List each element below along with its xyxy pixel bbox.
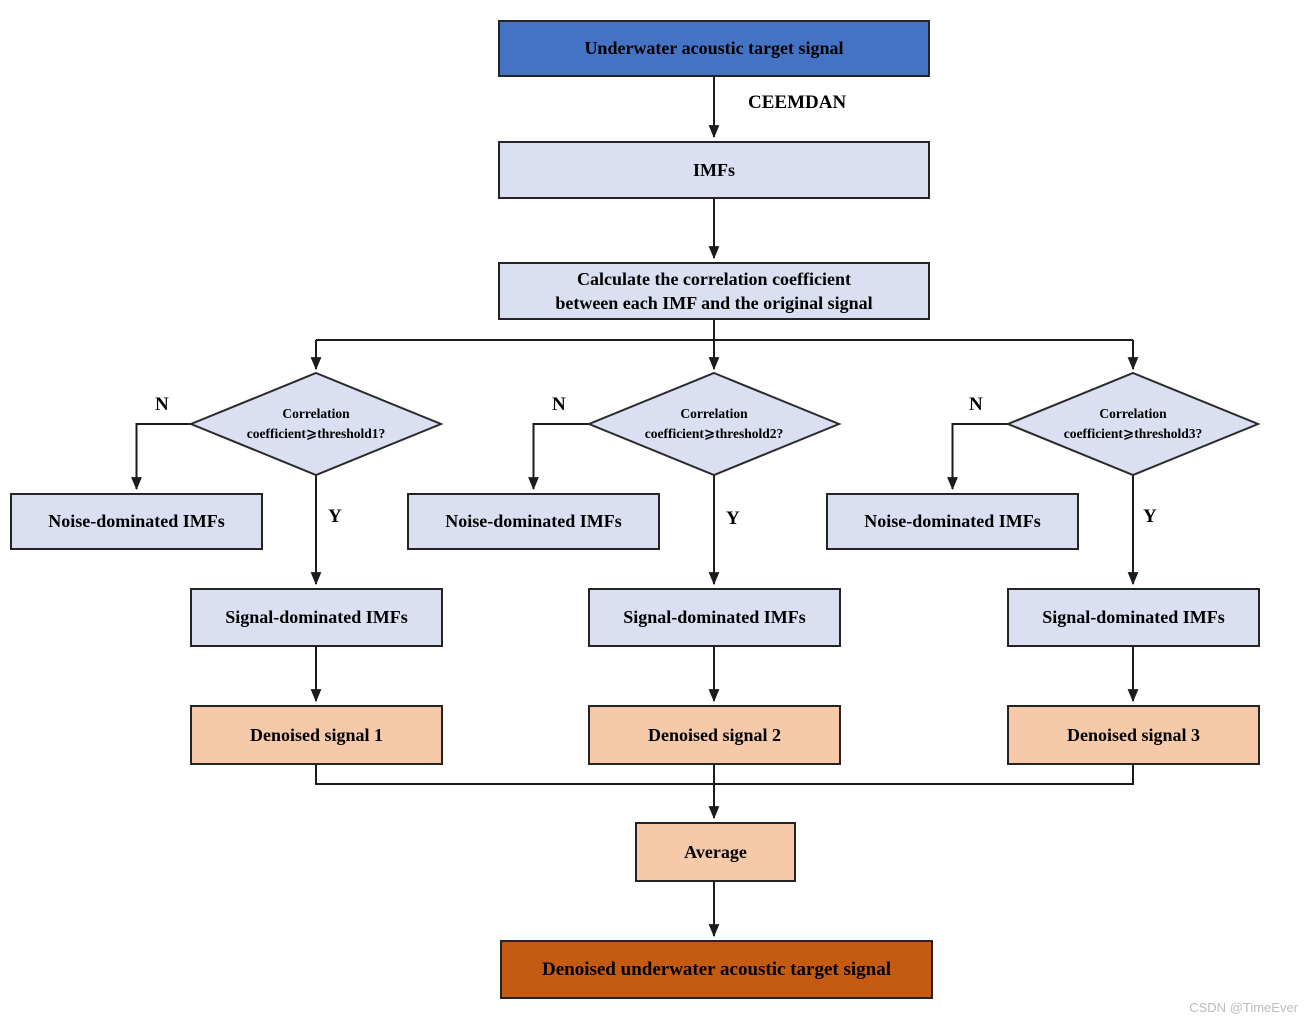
imfs-label: IMFs xyxy=(693,159,735,180)
yes-label-2: Y xyxy=(726,508,740,529)
edge-no-1 xyxy=(131,423,191,491)
decision-1-line1: Correlation xyxy=(282,406,350,421)
decision-1-line2: coefficient⩾threshold1? xyxy=(246,425,386,441)
decision-text-3: Correlation coefficient⩾threshold3? xyxy=(1018,404,1248,443)
edge-merge-bus xyxy=(315,765,1134,785)
denoised-node-1: Denoised signal 1 xyxy=(190,705,443,765)
calc-node: Calculate the correlation coefficient be… xyxy=(498,262,930,320)
denoised-node-2: Denoised signal 2 xyxy=(588,705,841,765)
calc-label-line2: between each IMF and the original signal xyxy=(555,293,873,313)
no-label-3: N xyxy=(969,394,983,415)
imfs-node: IMFs xyxy=(498,141,930,199)
output-node: Denoised underwater acoustic target sign… xyxy=(500,940,933,999)
no-label-2: N xyxy=(552,394,566,415)
denoised-label-3: Denoised signal 3 xyxy=(1066,724,1201,745)
no-label-1: N xyxy=(155,394,169,415)
watermark: CSDN @TimeEver xyxy=(1189,1000,1298,1015)
signal-node-1: Signal-dominated IMFs xyxy=(190,588,443,647)
denoised-label-2: Denoised signal 2 xyxy=(647,724,782,745)
calc-label-line1: Calculate the correlation coefficient xyxy=(576,268,852,289)
average-node: Average xyxy=(635,822,796,882)
decision-3-line2: coefficient⩾threshold3? xyxy=(1063,425,1203,441)
noise-label-1: Noise-dominated IMFs xyxy=(48,511,225,532)
noise-node-2: Noise-dominated IMFs xyxy=(407,493,660,550)
source-node: Underwater acoustic target signal xyxy=(498,20,930,77)
ceemdan-edge-label: CEEMDAN xyxy=(748,92,847,113)
edge-no-3 xyxy=(947,423,1008,491)
signal-node-3: Signal-dominated IMFs xyxy=(1007,588,1260,647)
denoised-label-1: Denoised signal 1 xyxy=(249,724,384,745)
noise-label-3: Noise-dominated IMFs xyxy=(864,511,1041,532)
noise-node-1: Noise-dominated IMFs xyxy=(10,493,263,550)
signal-label-2: Signal-dominated IMFs xyxy=(623,607,806,628)
denoised-node-3: Denoised signal 3 xyxy=(1007,705,1260,765)
decision-text-1: Correlation coefficient⩾threshold1? xyxy=(201,404,431,443)
output-label: Denoised underwater acoustic target sign… xyxy=(541,958,891,980)
signal-label-3: Signal-dominated IMFs xyxy=(1042,607,1225,628)
yes-label-3: Y xyxy=(1143,506,1157,527)
signal-label-1: Signal-dominated IMFs xyxy=(225,607,408,628)
edge-no-2 xyxy=(528,423,589,491)
decision-2-line1: Correlation xyxy=(680,406,748,421)
source-label: Underwater acoustic target signal xyxy=(584,38,844,59)
yes-label-1: Y xyxy=(328,506,342,527)
noise-label-2: Noise-dominated IMFs xyxy=(445,511,622,532)
average-label: Average xyxy=(684,841,747,862)
decision-text-2: Correlation coefficient⩾threshold2? xyxy=(599,404,829,443)
decision-3-line1: Correlation xyxy=(1099,406,1167,421)
signal-node-2: Signal-dominated IMFs xyxy=(588,588,841,647)
decision-2-line2: coefficient⩾threshold2? xyxy=(644,425,784,441)
noise-node-3: Noise-dominated IMFs xyxy=(826,493,1079,550)
